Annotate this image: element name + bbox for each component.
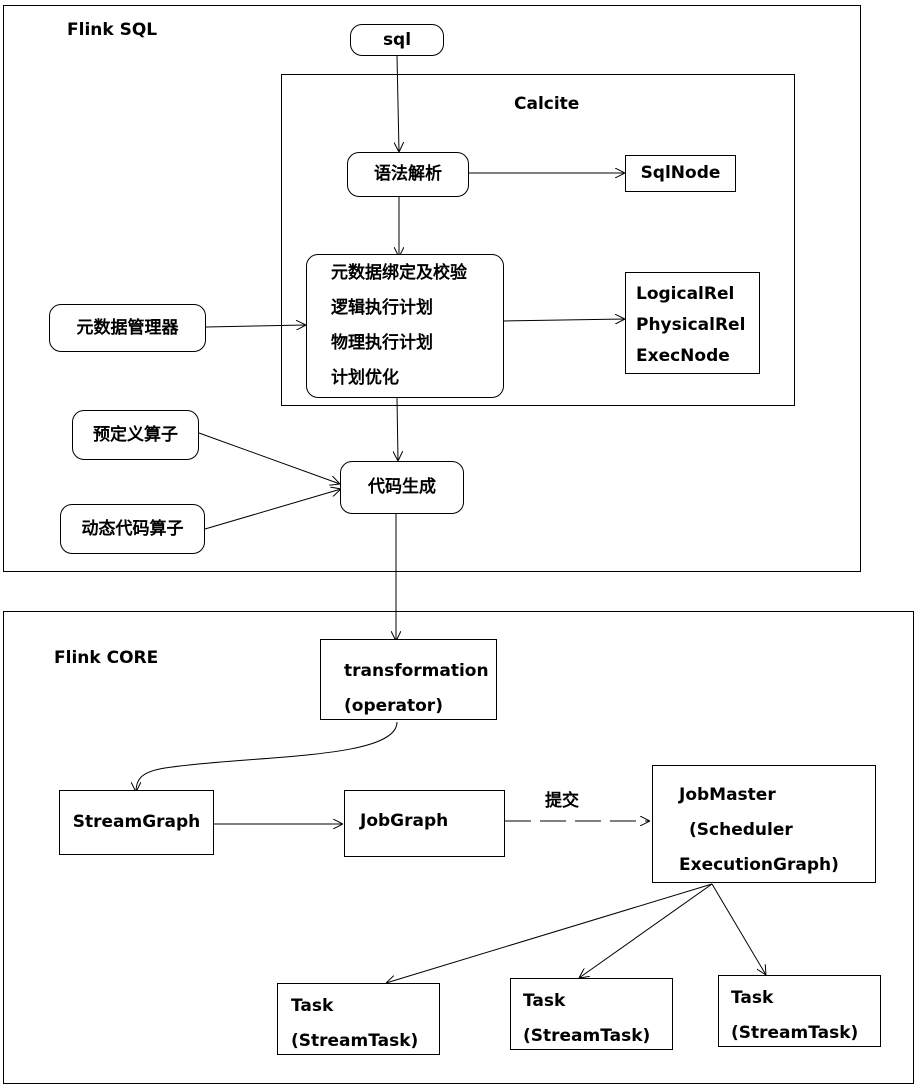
arrow-jobmaster-to-task-3: [711, 883, 766, 975]
dynamic-ops-node: 动态代码算子: [60, 504, 205, 554]
arrow-transformation-to-streamgraph: [136, 721, 398, 792]
transformation-label: transformation: [344, 661, 489, 681]
sql-label: sql: [382, 29, 412, 50]
task-label: Task: [291, 996, 334, 1016]
task-node: Task (StreamTask): [718, 975, 881, 1047]
operator-label: (operator): [344, 696, 443, 716]
parse-node: 语法解析: [347, 152, 469, 197]
dynamic-ops-label: 动态代码算子: [81, 518, 184, 539]
executiongraph-label: ExecutionGraph): [679, 855, 839, 875]
jobgraph-label: JobGraph: [360, 811, 449, 831]
arrow-metadata-to-steps: [205, 325, 306, 327]
calcite-frame: [281, 74, 795, 406]
predefined-ops-label: 预定义算子: [93, 424, 178, 445]
task-node: Task (StreamTask): [510, 978, 673, 1050]
arrow-steps-to-codegen: [397, 397, 398, 461]
flink-core-frame: [3, 611, 914, 1084]
flink-sql-frame: [3, 5, 861, 572]
arrow-predefined-to-codegen: [198, 432, 340, 484]
codegen-label: 代码生成: [368, 477, 436, 497]
arrow-jobmaster-to-task-2: [579, 883, 713, 978]
jobgraph-node: JobGraph: [344, 790, 505, 857]
sql-node: sql: [350, 24, 444, 56]
parse-label: 语法解析: [374, 164, 442, 184]
sqlnode-label: SqlNode: [640, 163, 721, 183]
rel-execnode: ExecNode: [636, 346, 730, 366]
arrow-steps-to-rels: [503, 319, 625, 321]
sqlnode-node: SqlNode: [625, 155, 736, 192]
step-logical-plan: 逻辑执行计划: [331, 298, 433, 318]
codegen-node: 代码生成: [340, 461, 464, 514]
step-metadata-binding: 元数据绑定及校验: [331, 263, 467, 283]
jobmaster-node: JobMaster (Scheduler ExecutionGraph): [652, 765, 876, 883]
streamtask-label: (StreamTask): [731, 1023, 859, 1043]
streamgraph-label: StreamGraph: [72, 812, 201, 832]
streamgraph-node: StreamGraph: [59, 790, 214, 855]
task-label: Task: [731, 988, 774, 1008]
jobmaster-label: JobMaster: [679, 785, 776, 805]
metadata-manager-label: 元数据管理器: [76, 317, 179, 338]
arrow-sql-to-parse: [397, 55, 399, 152]
metadata-manager-node: 元数据管理器: [49, 304, 206, 352]
planning-steps-node: 元数据绑定及校验 逻辑执行计划 物理执行计划 计划优化: [306, 254, 504, 398]
scheduler-label: (Scheduler: [689, 820, 793, 840]
streamtask-label: (StreamTask): [291, 1031, 419, 1051]
step-physical-plan: 物理执行计划: [331, 333, 433, 353]
task-node: Task (StreamTask): [277, 983, 440, 1055]
predefined-ops-node: 预定义算子: [72, 410, 199, 460]
calcite-title: Calcite: [514, 94, 580, 114]
step-plan-optimization: 计划优化: [331, 368, 399, 388]
arrow-jobmaster-to-task-1: [386, 883, 713, 983]
transformation-node: transformation (operator): [320, 639, 497, 720]
task-label: Task: [523, 991, 566, 1011]
rel-physical: PhysicalRel: [636, 315, 746, 335]
submit-label: 提交: [545, 791, 579, 811]
rel-logical: LogicalRel: [636, 284, 735, 304]
rels-node: LogicalRel PhysicalRel ExecNode: [625, 272, 760, 374]
streamtask-label: (StreamTask): [523, 1026, 651, 1046]
flink-sql-title: Flink SQL: [67, 20, 158, 40]
flink-core-title: Flink CORE: [54, 648, 159, 668]
arrow-dynamic-to-codegen: [204, 489, 341, 530]
